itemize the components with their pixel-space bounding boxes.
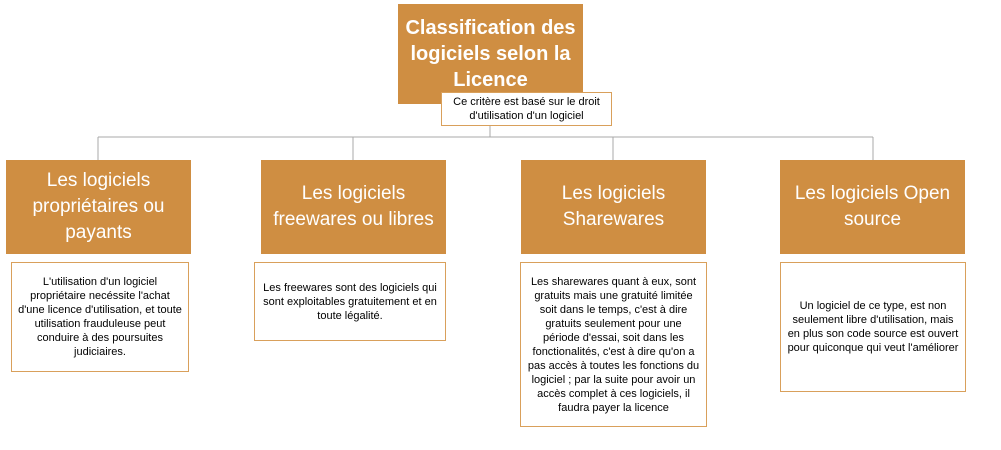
- category-open-source: Les logiciels Open source: [780, 160, 965, 254]
- category-shareware-description: Les sharewares quant à eux, sont gratuit…: [520, 262, 707, 427]
- category-freeware-description: Les freewares sont des logiciels qui son…: [254, 262, 446, 341]
- root-node: Classification des logiciels selon la Li…: [398, 4, 583, 104]
- category-open-source-title: Les logiciels Open source: [794, 183, 951, 230]
- root-title: Classification des logiciels selon la Li…: [405, 17, 576, 91]
- category-freeware: Les logiciels freewares ou libres: [261, 160, 446, 254]
- category-proprietary-title: Les logiciels propriétaires ou payants: [32, 170, 165, 243]
- category-open-source-description: Un logiciel de ce type, est non seulemen…: [780, 262, 966, 392]
- category-shareware-title: Les logiciels Sharewares: [561, 183, 666, 230]
- category-proprietary-description: L'utilisation d'un logiciel propriétaire…: [11, 262, 189, 372]
- category-shareware: Les logiciels Sharewares: [521, 160, 706, 254]
- category-freeware-title: Les logiciels freewares ou libres: [273, 183, 434, 230]
- root-note: Ce critère est basé sur le droit d'utili…: [441, 92, 612, 126]
- category-proprietary: Les logiciels propriétaires ou payants: [6, 160, 191, 254]
